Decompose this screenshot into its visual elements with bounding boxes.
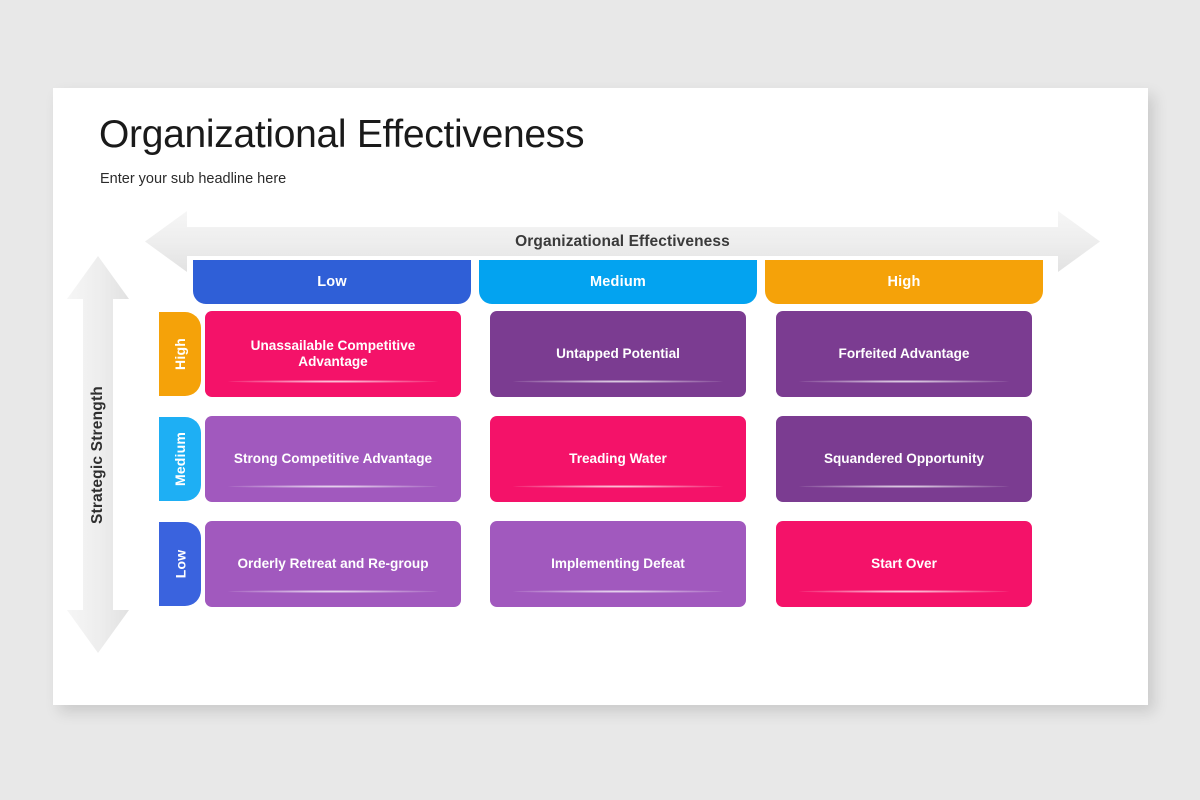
column-header-low[interactable]: Low <box>193 260 471 304</box>
column-header-medium[interactable]: Medium <box>479 260 757 304</box>
page-title: Organizational Effectiveness <box>99 113 585 156</box>
column-header-label: Medium <box>590 274 646 290</box>
row-label-text: Medium <box>172 431 188 487</box>
column-header-label: Low <box>317 274 347 290</box>
matrix-cell[interactable]: Untapped Potential <box>490 311 746 397</box>
matrix-cell-label: Squandered Opportunity <box>823 451 985 467</box>
matrix-cell-label: Start Over <box>871 556 937 572</box>
double-arrow-vertical-icon <box>67 256 129 653</box>
matrix-cell-label: Implementing Defeat <box>551 556 685 572</box>
slide-canvas: Organizational Effectiveness Enter your … <box>53 88 1148 705</box>
matrix-cell[interactable]: Squandered Opportunity <box>776 416 1032 502</box>
row-label-text: High <box>172 338 188 370</box>
matrix-cell[interactable]: Strong Competitive Advantage <box>205 416 461 502</box>
matrix-cell[interactable]: Implementing Defeat <box>490 521 746 607</box>
column-header-label: High <box>887 274 921 290</box>
matrix-cell-label: Untapped Potential <box>556 346 680 362</box>
vertical-axis-label-wrap: Strategic Strength <box>67 256 129 653</box>
matrix-cell[interactable]: Unassailable Competitive Advantage <box>205 311 461 397</box>
column-header-high[interactable]: High <box>765 260 1043 304</box>
vertical-axis-arrow <box>67 256 129 653</box>
row-label-text: Low <box>172 549 188 579</box>
matrix-cell-label: Forfeited Advantage <box>838 346 970 362</box>
row-label-medium[interactable]: Medium <box>159 417 201 501</box>
matrix-cell[interactable]: Treading Water <box>490 416 746 502</box>
double-arrow-horizontal-icon <box>145 211 1100 272</box>
matrix-cell-label: Unassailable Competitive Advantage <box>250 338 416 369</box>
row-label-high[interactable]: High <box>159 312 201 396</box>
matrix-cell-label: Orderly Retreat and Re-group <box>237 556 429 572</box>
matrix-cell-label: Strong Competitive Advantage <box>233 451 433 467</box>
row-label-low[interactable]: Low <box>159 522 201 606</box>
horizontal-axis-arrow: Organizational Effectiveness <box>145 211 1100 272</box>
page-subtitle: Enter your sub headline here <box>100 171 287 187</box>
matrix-cell[interactable]: Start Over <box>776 521 1032 607</box>
vertical-axis-label: Strategic Strength <box>89 385 106 524</box>
matrix-cell[interactable]: Forfeited Advantage <box>776 311 1032 397</box>
matrix-cell[interactable]: Orderly Retreat and Re-group <box>205 521 461 607</box>
horizontal-axis-label: Organizational Effectiveness <box>515 232 730 250</box>
matrix-cell-label: Treading Water <box>569 451 667 467</box>
